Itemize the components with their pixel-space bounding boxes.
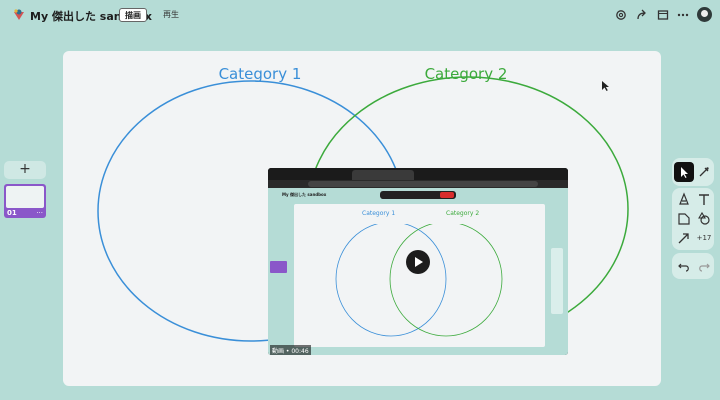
video-duration-label: 動画 • 00:46	[270, 345, 311, 355]
undo-icon	[678, 263, 689, 272]
slide-number: 01	[7, 209, 17, 217]
slide-preview	[6, 186, 44, 208]
settings-icon[interactable]	[614, 8, 628, 22]
text-tool[interactable]	[694, 190, 714, 210]
add-slide-button[interactable]: +	[4, 161, 46, 179]
pen-tool[interactable]	[674, 190, 694, 210]
select-icon	[681, 167, 688, 178]
video-app-frame: My 傑出した sandbox Category 1 Category 2	[268, 188, 568, 355]
category-1-label[interactable]: Category 1	[219, 65, 302, 83]
arrow-icon	[678, 233, 689, 244]
video-canvas	[294, 204, 545, 347]
avatar[interactable]	[697, 7, 712, 22]
embedded-video[interactable]: My 傑出した sandbox Category 1 Category 2 動画…	[268, 168, 568, 355]
video-category-2-label: Category 2	[446, 210, 480, 217]
video-recording-bar	[380, 191, 456, 199]
shape-icon	[698, 211, 710, 225]
laser-tool[interactable]	[694, 162, 714, 182]
category-2-label[interactable]: Category 2	[425, 65, 508, 83]
more-icon[interactable]	[676, 8, 690, 22]
video-address-bar	[268, 180, 568, 188]
play-icon[interactable]	[406, 250, 430, 274]
text-icon	[699, 194, 709, 205]
redo-button[interactable]	[694, 256, 714, 276]
pen-icon	[679, 192, 689, 205]
tab-draw[interactable]: 描画	[119, 8, 147, 22]
top-bar: My 傑出した sandbox 描画 再生	[0, 0, 720, 30]
tab-play[interactable]: 再生	[163, 10, 179, 19]
arrow-tool[interactable]	[674, 228, 694, 248]
video-tool-rail	[551, 248, 563, 314]
tool-group-select	[672, 158, 714, 186]
tool-group-draw: +17	[672, 188, 714, 250]
video-browser-tab	[352, 170, 414, 180]
sticky-icon	[678, 213, 690, 225]
video-venn-diagram	[335, 224, 503, 337]
mouse-cursor-icon	[602, 81, 609, 91]
tool-group-history	[672, 253, 714, 279]
video-app-title: My 傑出した sandbox	[282, 192, 327, 197]
slide-more-button[interactable]: ···	[36, 209, 43, 217]
sticky-tool[interactable]	[674, 209, 694, 229]
share-icon[interactable]	[635, 8, 649, 22]
slide-thumbnail[interactable]: 01 ···	[4, 184, 46, 218]
video-slide-thumbnail	[270, 261, 287, 273]
shape-tool[interactable]	[694, 209, 714, 229]
more-tools-button[interactable]: +17	[696, 234, 712, 242]
select-tool[interactable]	[674, 162, 694, 182]
redo-icon	[699, 263, 710, 272]
logo-icon[interactable]	[12, 8, 26, 22]
laser-icon	[699, 167, 709, 177]
undo-button[interactable]	[674, 256, 694, 276]
video-category-1-label: Category 1	[362, 210, 396, 217]
video-browser-tabs	[268, 168, 568, 180]
present-icon[interactable]	[656, 8, 670, 22]
